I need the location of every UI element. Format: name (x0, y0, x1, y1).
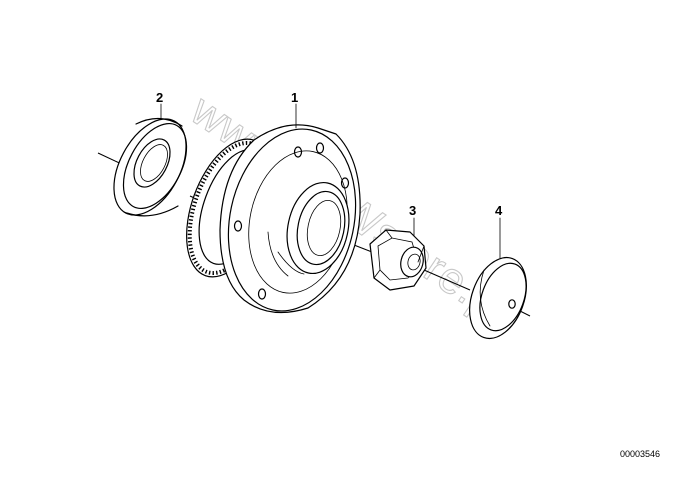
callout-2: 2 (156, 90, 163, 105)
callout-4: 4 (495, 203, 503, 218)
callout-3: 3 (409, 203, 416, 218)
leader-lines (160, 103, 501, 259)
part-1-wheel-hub (186, 124, 361, 314)
part-3-collar-nut (369, 229, 427, 291)
part-2-seal-ring (113, 117, 188, 217)
callout-1: 1 (291, 90, 298, 105)
part-4-grease-cap (469, 256, 527, 340)
document-number: 00003546 (620, 449, 660, 459)
